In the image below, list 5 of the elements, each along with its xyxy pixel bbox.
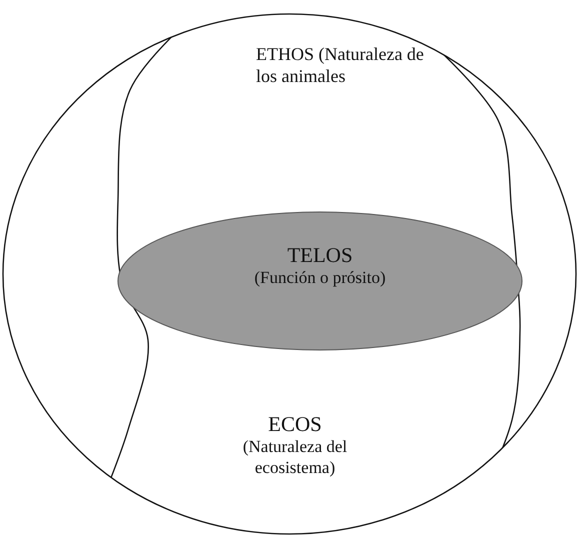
region-label: ETHOS (Naturaleza de los animales xyxy=(256,44,424,88)
region-label: (Función o prósito) xyxy=(254,268,386,289)
region-label: (Naturaleza del ecosistema) xyxy=(242,437,348,478)
region-title: ECOS xyxy=(267,412,323,438)
region-title: TELOS xyxy=(287,243,353,268)
